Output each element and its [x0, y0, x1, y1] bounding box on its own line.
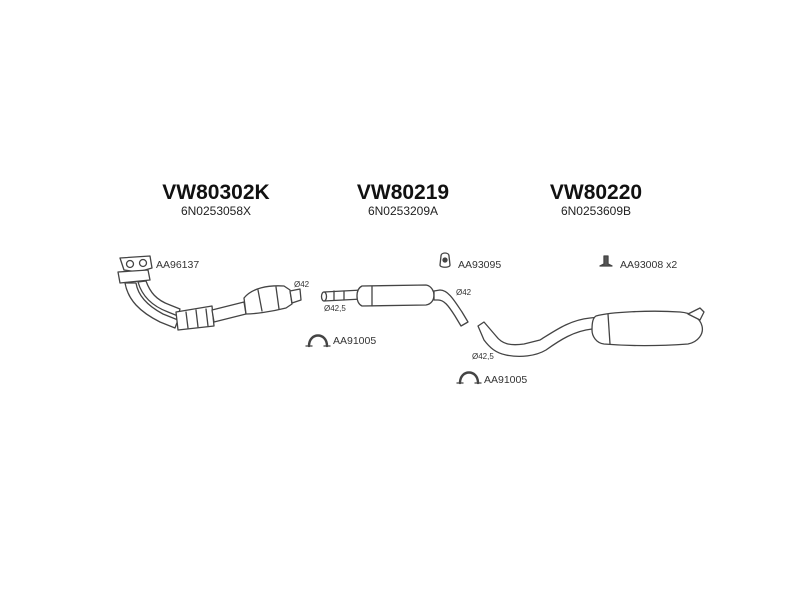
- assembly-oem-3: 6N0253609B: [560, 204, 632, 218]
- assembly-code-3: VW80220: [549, 181, 643, 204]
- diameter-label: Ø42: [456, 288, 472, 297]
- front-silencer: [320, 284, 469, 327]
- assembly-code-1: VW80302K: [162, 181, 270, 204]
- assembly-oem-2: 6N0253209A: [367, 204, 439, 218]
- clamp-label-2: AA91005: [484, 374, 528, 386]
- diameter-label: Ø42: [294, 280, 310, 289]
- diameter-label: Ø42,5: [324, 304, 346, 313]
- assembly-oem-1: 6N0253058X: [180, 204, 252, 218]
- diameter-label: Ø42,5: [472, 352, 494, 361]
- gasket-label: AA96137: [156, 259, 200, 271]
- assembly-code-2: VW80219: [356, 181, 450, 204]
- clamp-icon: [456, 371, 482, 385]
- catalytic-converter-pipe: [117, 269, 302, 331]
- rear-mount-icon: [599, 255, 613, 267]
- clamp-label-1: AA91005: [333, 335, 377, 347]
- rear-silencer: [477, 307, 705, 357]
- hanger-rubber-icon: [439, 252, 451, 268]
- gasket-icon: [119, 255, 153, 273]
- mount-label: AA93008 x2: [620, 259, 678, 271]
- hanger-rubber-label: AA93095: [458, 259, 502, 271]
- clamp-icon: [305, 334, 331, 348]
